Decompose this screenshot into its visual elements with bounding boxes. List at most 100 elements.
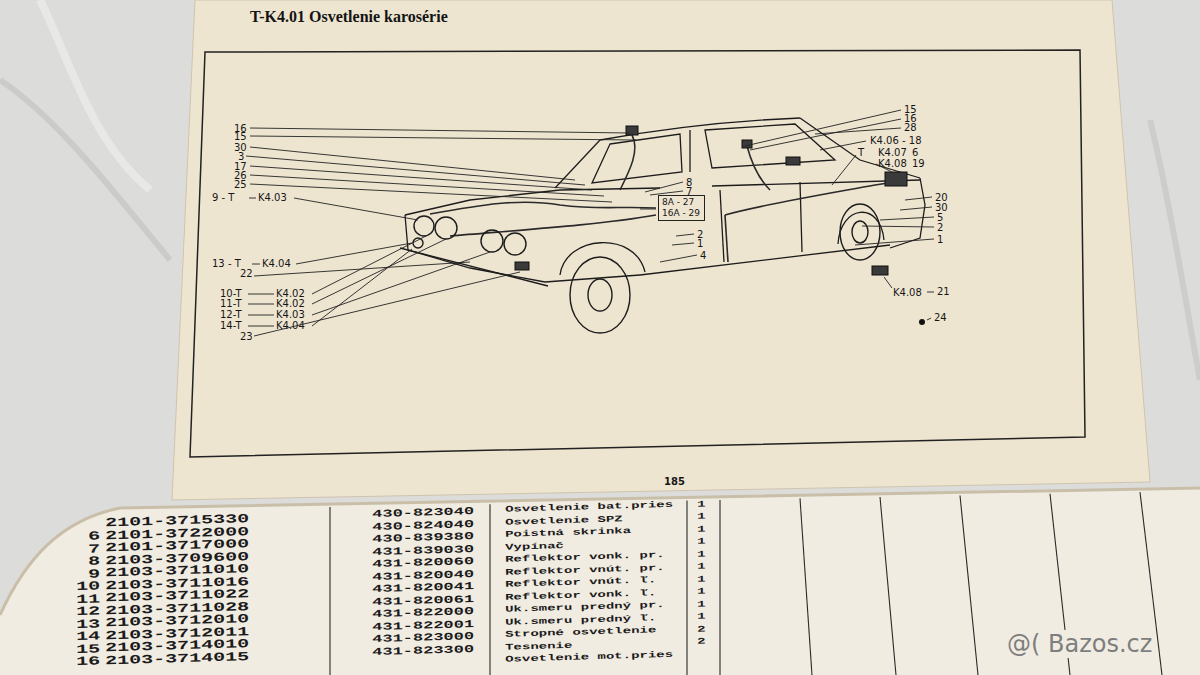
table-cell: 431-820040	[372, 569, 474, 583]
wiring-harness	[747, 146, 770, 190]
lamp-or-wheel	[435, 217, 457, 239]
callout-number: 11-T	[220, 298, 242, 310]
table-cell: Osvetlenie SPZ	[505, 514, 623, 526]
leader-line	[905, 197, 932, 200]
fabric-fold	[40, 0, 150, 190]
leader-line	[927, 292, 934, 293]
leader-line	[294, 198, 418, 220]
callout-number: K4.06 - 18	[870, 135, 922, 147]
table-cell: 2	[697, 624, 706, 633]
page-number: 185	[664, 476, 685, 488]
leader-line	[250, 136, 636, 140]
callout-number: K4.03	[276, 309, 305, 321]
leader-lines	[246, 110, 934, 336]
callout-number: 25	[234, 179, 247, 191]
table-cell: 12	[60, 605, 100, 619]
table-column-rule	[489, 504, 490, 675]
table-rules	[330, 492, 1162, 675]
table-cell: 1	[697, 549, 706, 558]
leader-line	[250, 184, 612, 202]
lamp-or-wheel	[852, 221, 868, 243]
table-cell: 1	[697, 587, 706, 596]
box-text: 8A - 27	[662, 197, 701, 208]
table-column-rule	[800, 498, 812, 675]
table-cell: 16	[60, 655, 100, 669]
callout-number: K4.04	[276, 320, 305, 332]
lamp-unit	[872, 266, 888, 275]
callout-number: 15	[234, 131, 247, 143]
table-cell: 1	[697, 512, 706, 521]
callout-number: K4.08	[893, 287, 922, 299]
wiring-harness	[725, 215, 728, 262]
lamp-or-wheel	[413, 238, 423, 248]
callout-number: 12-T	[220, 309, 242, 321]
leader-line	[640, 209, 656, 210]
table-cell: Poistná skrinka	[505, 527, 631, 539]
table-cell: Reflektor vonk. pr.	[505, 551, 665, 564]
leader-line	[832, 155, 856, 185]
table-cell: Reflektor vnút. pr.	[505, 563, 665, 576]
leader-line	[645, 182, 683, 192]
car-outline	[600, 118, 800, 140]
lamp-unit	[885, 172, 907, 186]
leader-line	[249, 198, 256, 199]
leader-line	[248, 294, 274, 295]
table-cell: 11	[60, 593, 100, 607]
leader-line	[254, 272, 520, 336]
callout-number: K4.04	[262, 258, 291, 270]
lamp-or-wheel	[840, 204, 880, 260]
table-cell: 430-839380	[372, 531, 474, 545]
leader-line	[312, 236, 426, 294]
table-cell: Osvetlenie bat.pries	[505, 500, 673, 514]
lamp-or-wheel	[570, 257, 630, 333]
callout-number: 19	[912, 158, 925, 170]
table-cell: Stropné osvetlenie	[505, 626, 656, 639]
lamp-or-wheel	[481, 230, 503, 252]
table-cell: 7	[60, 543, 100, 557]
callout-number: 14-T	[220, 320, 242, 332]
lamp-unit	[742, 140, 752, 148]
grommet-dot	[919, 319, 925, 325]
table-cell: 6	[60, 530, 100, 544]
table-cell: Uk.smeru predný ľ.	[505, 613, 656, 626]
table-column-rule	[686, 501, 687, 675]
leader-line	[660, 255, 697, 262]
callout-number: 24	[934, 312, 947, 324]
page-seam	[0, 488, 1200, 615]
car-outline	[592, 134, 682, 183]
callout-number: K4.07	[878, 147, 907, 159]
car-outline	[720, 190, 724, 262]
table-cell: Osvetlenie mot.pries	[505, 650, 673, 664]
table-cell: 2103-3714015	[105, 651, 249, 668]
callout-number: 4	[700, 250, 706, 262]
figure-frame	[190, 50, 1085, 457]
leader-line	[815, 128, 901, 134]
callout-number: 21	[937, 286, 950, 298]
table-cell: 430-823040	[372, 506, 474, 520]
leader-line	[252, 264, 260, 265]
lamp-or-wheel	[588, 279, 612, 311]
callout-number: 28	[904, 122, 917, 134]
car-outline	[689, 130, 690, 172]
car-outline	[400, 248, 548, 286]
car-outline	[800, 182, 802, 252]
table-cell: 430-824040	[372, 519, 474, 533]
table-cell: 1	[697, 562, 706, 571]
table-cell: 1	[697, 574, 706, 583]
table-cell: 431-822000	[372, 606, 474, 620]
table-cell: 1	[697, 599, 706, 608]
table-column-rule	[719, 500, 720, 675]
leader-line	[248, 326, 274, 327]
callout-number: 1	[697, 238, 703, 250]
callout-number: 9 - T	[212, 192, 234, 204]
table-cell: 431-823300	[372, 644, 474, 658]
lamp-unit	[786, 157, 800, 165]
leader-line	[855, 239, 934, 245]
callout-number: 1	[937, 234, 943, 246]
leader-line	[884, 277, 892, 288]
car-outline	[640, 245, 890, 275]
table-cell: Reflektor vonk. ľ.	[505, 588, 656, 601]
leader-line	[927, 318, 931, 320]
